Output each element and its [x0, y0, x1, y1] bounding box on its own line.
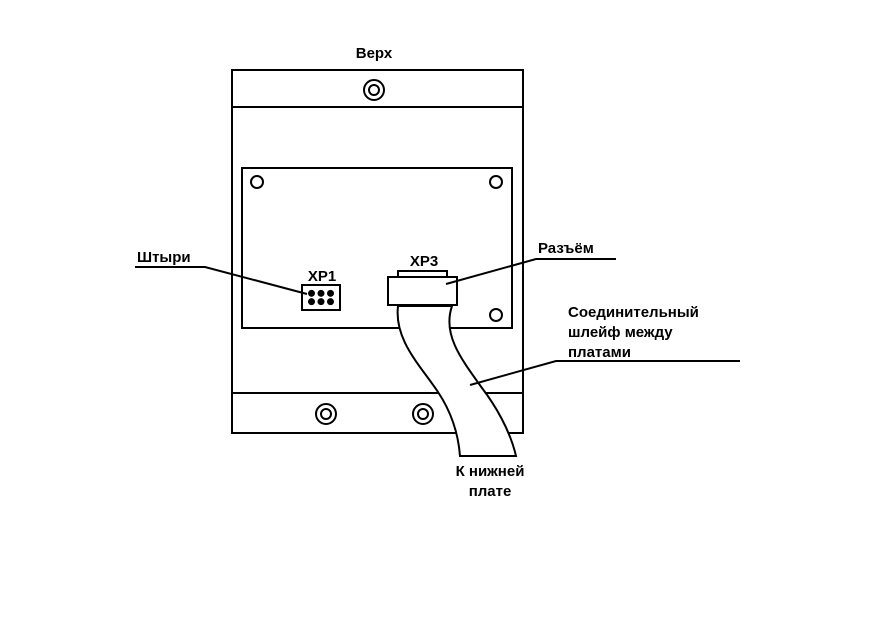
- board-mount-hole-top-right: [489, 175, 503, 189]
- cable-label-line2: шлейф между: [568, 324, 673, 341]
- bottom-left-screw-icon: [315, 403, 337, 425]
- bottom-label-line2: плате: [469, 483, 512, 500]
- xp1-pin: [317, 298, 325, 306]
- xp3-connector-top: [397, 270, 448, 278]
- xp1-pin: [308, 298, 315, 306]
- cable-leader-line: [469, 360, 740, 386]
- bottom-right-screw-icon: [412, 403, 434, 425]
- xp1-pins: [308, 289, 334, 306]
- ribbon-cable: [396, 305, 518, 457]
- xp1-label: XP1: [308, 268, 336, 285]
- xp1-pin: [327, 289, 334, 297]
- xp3-label: XP3: [410, 253, 438, 270]
- top-screw-icon: [363, 79, 385, 101]
- xp1-pin: [317, 289, 325, 297]
- pins-label: Штыри: [137, 249, 191, 266]
- cable-label-line3: платами: [568, 344, 631, 361]
- xp1-pin: [327, 298, 334, 306]
- xp3-connector: [387, 276, 458, 306]
- xp1-pin: [308, 289, 315, 297]
- connector-label: Разъём: [538, 240, 594, 257]
- connector-leader-line: [445, 258, 616, 285]
- cable-label-line1: Соединительный: [568, 304, 699, 321]
- pins-leader-line: [135, 266, 308, 295]
- top-label: Верх: [356, 45, 393, 62]
- circuit-board: [241, 167, 513, 329]
- board-mount-hole-top-left: [250, 175, 264, 189]
- board-mount-hole-bottom-right: [489, 308, 503, 322]
- xp1-pin-header: [301, 284, 341, 311]
- bottom-label-line1: К нижней: [456, 463, 525, 480]
